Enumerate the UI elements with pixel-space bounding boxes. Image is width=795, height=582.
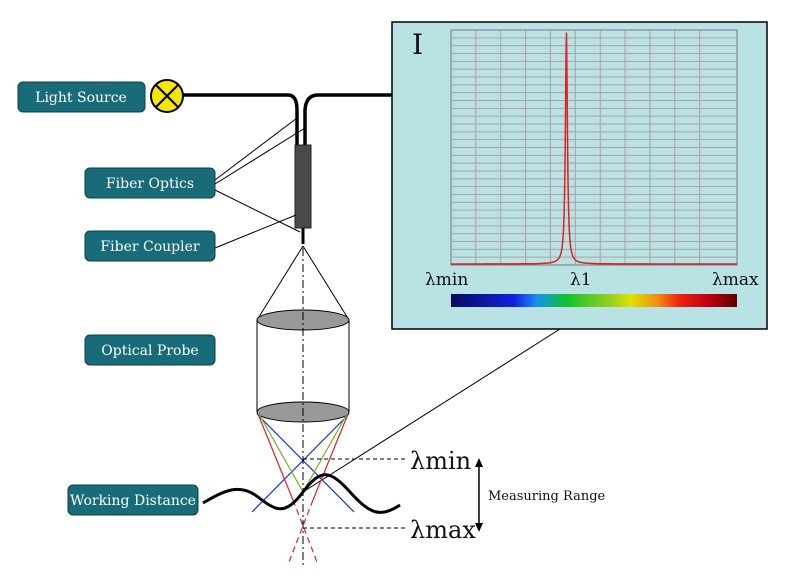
- spectrometer-panel: [391, 21, 768, 330]
- label-fiber-coupler: Fiber Coupler: [84, 230, 216, 262]
- intensity-axis-label: I: [412, 28, 423, 61]
- fiber-source: [183, 93, 299, 146]
- label-light-source: Light Source: [17, 81, 146, 113]
- svg-text:Fiber Optics: Fiber Optics: [106, 176, 194, 192]
- measuring-range-arrow: [475, 458, 483, 532]
- fiber-coupler-body: [294, 144, 312, 229]
- svg-text:Light Source: Light Source: [35, 90, 127, 106]
- pointer-lines: [214, 117, 561, 493]
- wavelength-color-bar: [451, 294, 737, 307]
- svg-text:Fiber Coupler: Fiber Coupler: [100, 239, 199, 255]
- spectrum-grid: [450, 29, 738, 266]
- lamp-icon: [150, 79, 184, 113]
- spectrum-peak-label: λ1: [570, 270, 592, 290]
- lambda-min-label: λmin: [410, 447, 471, 475]
- label-optical-probe: Optical Probe: [84, 334, 216, 366]
- fiber-spectrometer: [303, 93, 393, 146]
- spectrum-max-label: λmax: [712, 270, 759, 290]
- svg-text:Optical Probe: Optical Probe: [101, 343, 198, 359]
- svg-text:Working Distance: Working Distance: [70, 493, 196, 509]
- measuring-range-label: Measuring Range: [488, 489, 606, 504]
- spectrum-min-label: λmin: [425, 270, 468, 290]
- spectrum-peak-line: [451, 32, 737, 265]
- light-rays: [251, 413, 355, 563]
- lambda-max-label: λmax: [410, 516, 476, 544]
- surface-wave: [202, 473, 401, 514]
- label-fiber-optics: Fiber Optics: [84, 167, 216, 199]
- label-working-distance: Working Distance: [67, 484, 199, 516]
